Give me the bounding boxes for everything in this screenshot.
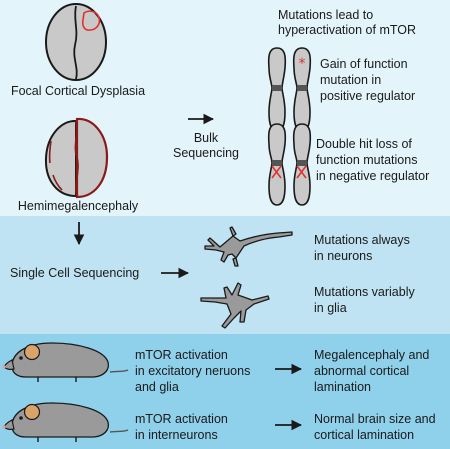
row1-text-2: in excitatory neruons: [135, 364, 251, 378]
fcd-label: Focal Cortical Dysplasia: [10, 84, 146, 98]
row1-text-3: and glia: [135, 380, 179, 394]
row1-result-1: Megalencephaly and: [314, 348, 430, 362]
loss-text-3: in negative regulator: [316, 169, 430, 183]
row2-text-1: mTOR activation: [135, 412, 228, 426]
mouse-icon-row1: [2, 342, 129, 382]
gain-text-1: Gain of function: [320, 57, 408, 71]
row1-result-2: abnormal cortical: [314, 364, 410, 378]
row2-result-2: cortical lamination: [314, 428, 415, 442]
row2-text-2: in interneurons: [135, 428, 218, 442]
neurons-text-1: Mutations always: [314, 233, 410, 247]
gain-text-3: positive regulator: [320, 89, 416, 103]
glia-icon: [200, 282, 270, 329]
row2-result-1: Normal brain size and: [314, 412, 436, 426]
mutations-title-1: Mutations lead to: [278, 8, 374, 22]
gain-text-2: mutation in: [320, 73, 382, 87]
glia-text-1: Mutations variably: [314, 285, 415, 299]
mutations-title-2: hyperactivation of mTOR: [278, 23, 417, 37]
bulk-label-1: Bulk: [193, 131, 219, 145]
loss-text-1: Double hit loss of: [316, 137, 412, 151]
bulk-label-2: Sequencing: [172, 146, 240, 160]
row1-text-1: mTOR activation: [135, 348, 228, 362]
glia-text-2: in glia: [314, 301, 347, 315]
chromosome-pair-gain-icon: *: [267, 47, 312, 132]
focal-lesion-outline: [81, 10, 101, 31]
hme-label: Hemimegalencephaly: [17, 199, 139, 213]
mouse-icon-row2: [2, 402, 129, 442]
x-mutation-icon: [271, 165, 307, 179]
hme-brain-icon: [44, 117, 109, 199]
row1-result-3: lamination: [314, 380, 371, 394]
star-mutation-icon: *: [299, 56, 306, 72]
loss-text-2: function mutations: [316, 153, 418, 167]
neurons-text-2: in neurons: [314, 249, 373, 263]
single-cell-label: Single Cell Sequencing: [10, 266, 140, 280]
neuron-icon: [204, 226, 293, 267]
chromosome-pair-loss-icon: [267, 123, 312, 206]
fcd-brain-icon: [45, 3, 107, 81]
